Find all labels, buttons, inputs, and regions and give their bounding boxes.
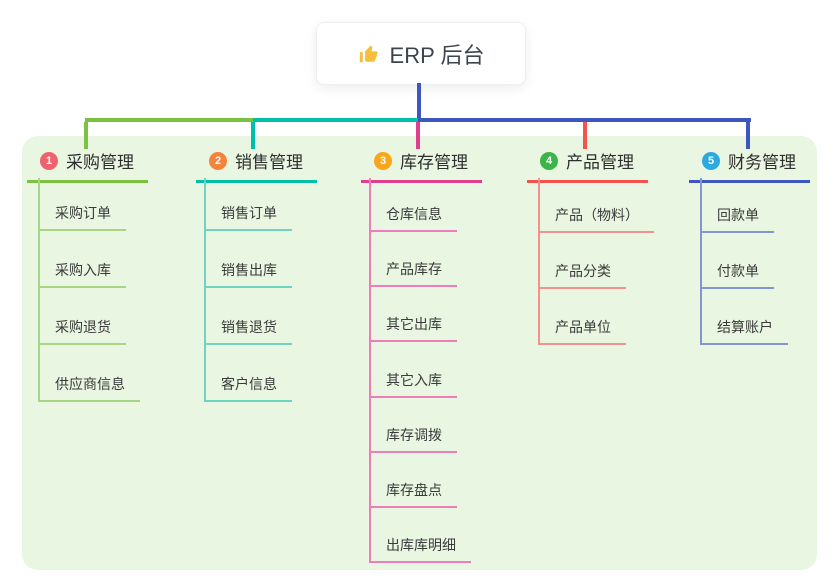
branch-header-product[interactable]: 4 产品管理 <box>527 146 648 183</box>
mindmap-node[interactable]: 其它入库 <box>369 371 457 398</box>
branch-drop-line-finance <box>746 122 750 149</box>
branch-purchase: 1 采购管理 采购订单 采购入库 采购退货 供应商信息 <box>27 146 148 402</box>
trunk-segment-right <box>418 118 751 122</box>
mindmap-node[interactable]: 采购退货 <box>38 318 126 345</box>
mindmap-node[interactable]: 其它出库 <box>369 315 457 342</box>
thumbs-up-icon <box>359 44 378 62</box>
mindmap-node[interactable]: 采购订单 <box>38 204 126 231</box>
branch-drop-line-inventory <box>416 122 420 149</box>
mindmap-node[interactable]: 产品库存 <box>369 260 457 287</box>
mindmap-node[interactable]: 仓库信息 <box>369 205 457 232</box>
branch-header-purchase[interactable]: 1 采购管理 <box>27 146 148 183</box>
root-node[interactable]: ERP 后台 <box>316 22 526 85</box>
mindmap-node[interactable]: 客户信息 <box>204 375 292 402</box>
branch-child-connector <box>369 178 371 563</box>
branch-child-connector <box>538 178 540 345</box>
mindmap-node[interactable]: 销售订单 <box>204 204 292 231</box>
mindmap-node[interactable]: 供应商信息 <box>38 375 140 402</box>
branch-header-sales[interactable]: 2 销售管理 <box>196 146 317 183</box>
mindmap-node[interactable]: 库存调拨 <box>369 426 457 453</box>
mindmap-node[interactable]: 销售退货 <box>204 318 292 345</box>
branch-number-badge: 2 <box>209 151 227 170</box>
mindmap-node[interactable]: 回款单 <box>700 206 774 233</box>
branch-product: 4 产品管理 产品（物料） 产品分类 产品单位 <box>527 146 654 345</box>
branch-finance: 5 财务管理 回款单 付款单 结算账户 <box>689 146 810 345</box>
branch-title: 库存管理 <box>400 153 468 172</box>
branch-sales: 2 销售管理 销售订单 销售出库 销售退货 客户信息 <box>196 146 317 402</box>
mindmap-node[interactable]: 出库库明细 <box>369 536 471 563</box>
branch-inventory: 3 库存管理 仓库信息 产品库存 其它出库 其它入库 库存调拨 库存盘点 出库库… <box>361 146 482 563</box>
branch-drop-line-sales <box>251 122 255 149</box>
trunk-segment-left <box>85 118 253 122</box>
mindmap-node[interactable]: 产品分类 <box>538 262 626 289</box>
branch-number-badge: 1 <box>40 151 58 170</box>
mindmap-node[interactable]: 结算账户 <box>700 318 788 345</box>
branch-drop-line-product <box>583 122 587 149</box>
root-title: ERP 后台 <box>389 42 485 68</box>
canvas-panel <box>22 136 817 570</box>
branch-title: 财务管理 <box>728 153 796 172</box>
branch-number-badge: 5 <box>702 151 720 170</box>
branch-header-inventory[interactable]: 3 库存管理 <box>361 146 482 183</box>
trunk-segment-middle <box>253 118 418 122</box>
mindmap-node[interactable]: 产品（物料） <box>538 206 654 233</box>
mindmap-node[interactable]: 库存盘点 <box>369 481 457 508</box>
branch-child-connector <box>204 178 206 402</box>
branch-drop-line-purchase <box>84 122 88 149</box>
branch-title: 产品管理 <box>566 153 634 172</box>
mindmap-node[interactable]: 销售出库 <box>204 261 292 288</box>
branch-number-badge: 4 <box>540 151 558 170</box>
mindmap-node[interactable]: 付款单 <box>700 262 774 289</box>
mindmap-node[interactable]: 采购入库 <box>38 261 126 288</box>
branch-number-badge: 3 <box>374 151 392 170</box>
branch-child-connector <box>38 178 40 402</box>
branch-title: 销售管理 <box>235 153 303 172</box>
mindmap-node[interactable]: 产品单位 <box>538 318 626 345</box>
root-connector-line <box>417 83 421 118</box>
branch-child-connector <box>700 178 702 345</box>
branch-title: 采购管理 <box>66 153 134 172</box>
branch-header-finance[interactable]: 5 财务管理 <box>689 146 810 183</box>
